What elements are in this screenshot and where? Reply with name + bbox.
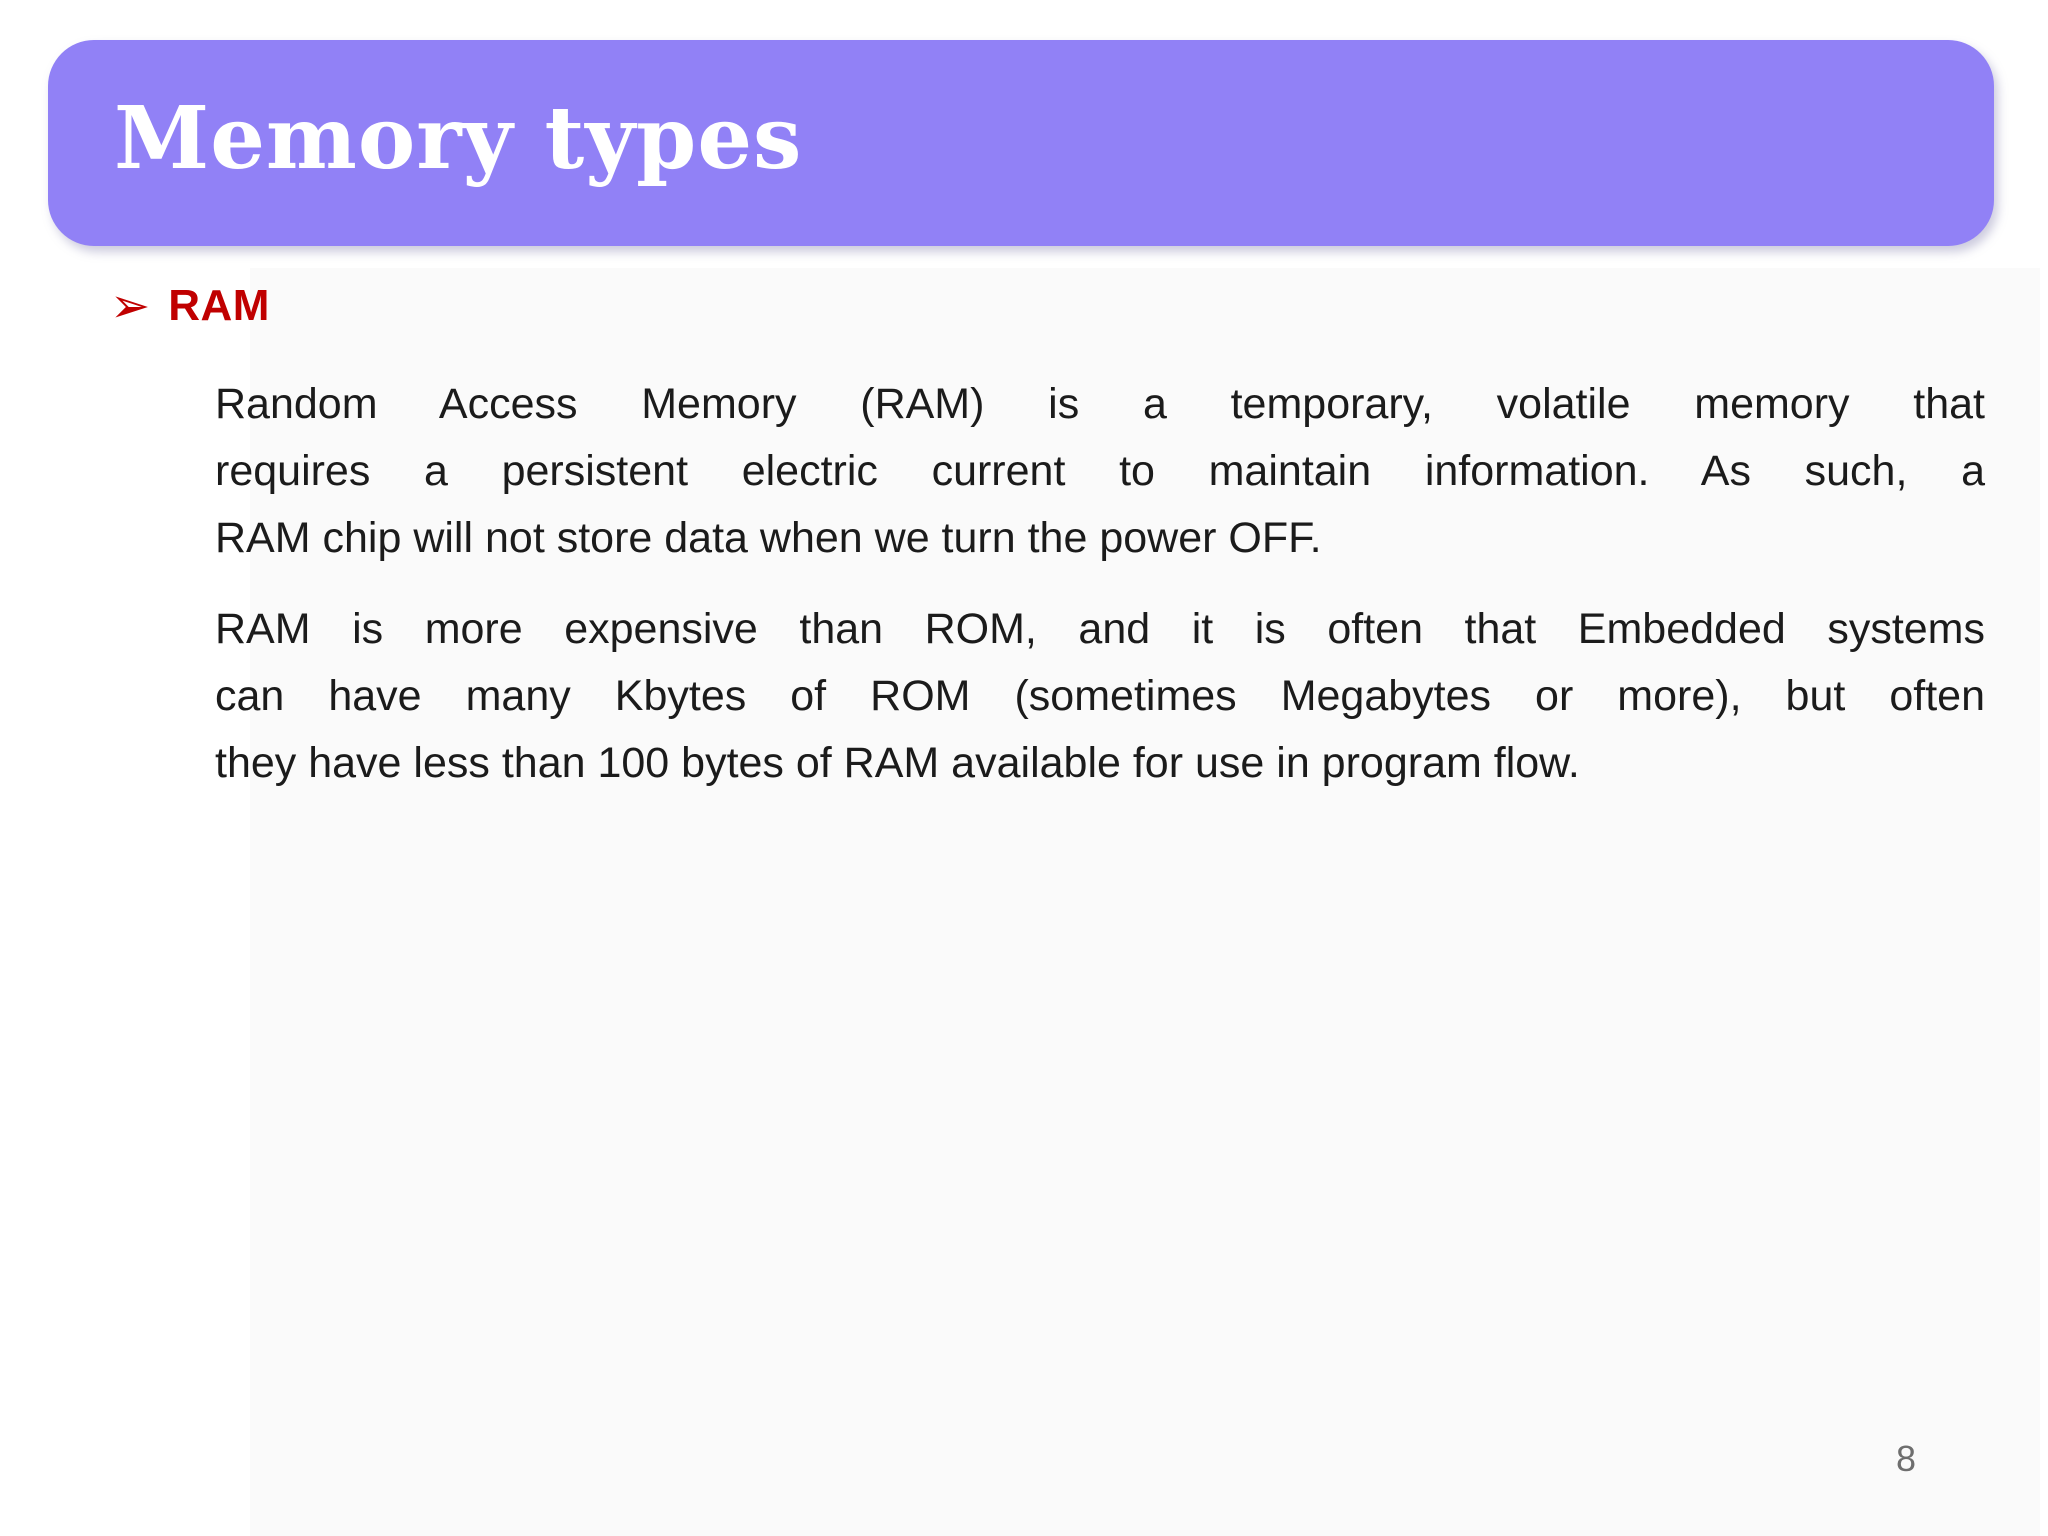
arrow-bullet-icon: ➢ xyxy=(110,278,151,334)
paragraph-ram-cost: RAM is more expensive than ROM, and it i… xyxy=(215,596,1985,797)
bullet-label: RAM xyxy=(168,281,270,330)
paragraph-line: RAM is more expensive than ROM, and it i… xyxy=(215,605,1985,653)
page-number: 8 xyxy=(1896,1438,1917,1479)
paragraph-ram-description: Random Access Memory (RAM) is a temporar… xyxy=(215,371,1985,572)
slide-title: Memory types xyxy=(114,88,803,189)
paragraph-line: requires a persistent electric current t… xyxy=(215,447,1985,495)
title-banner: Memory types xyxy=(48,40,1994,246)
bullet-item-ram: ➢ RAM xyxy=(110,282,270,330)
paragraph-line: Random Access Memory (RAM) is a temporar… xyxy=(215,380,1985,428)
paragraph-line: RAM chip will not store data when we tur… xyxy=(215,514,1322,562)
paragraph-line: can have many Kbytes of ROM (sometimes M… xyxy=(215,672,1985,720)
paragraph-line: they have less than 100 bytes of RAM ava… xyxy=(215,739,1580,787)
body-text-block: Random Access Memory (RAM) is a temporar… xyxy=(215,371,1985,821)
